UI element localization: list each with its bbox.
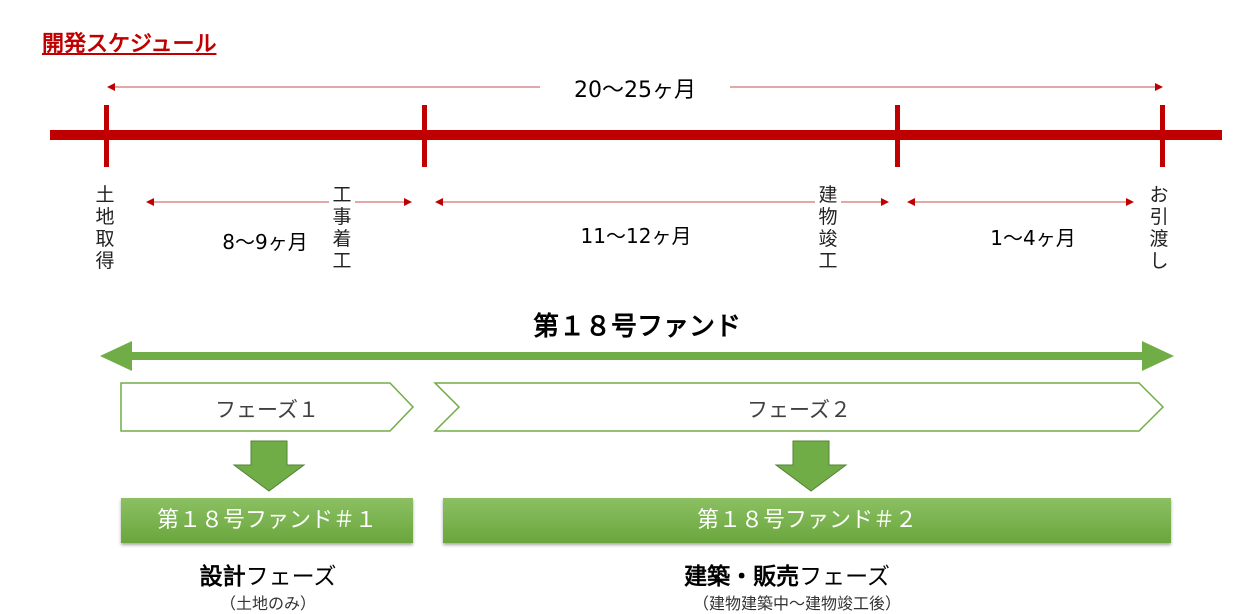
segment-duration: 1〜4ヶ月 xyxy=(990,226,1076,250)
sub-fund-1: 第１８号ファンド＃１ xyxy=(121,498,413,543)
down-arrow-icon xyxy=(774,440,848,492)
timeline-bar xyxy=(50,130,1222,140)
phase2-description: 建築・販売フェーズ xyxy=(587,557,987,591)
phase2-label: フェーズ２ xyxy=(747,398,851,422)
milestone-tick xyxy=(895,105,900,167)
milestone-land-acquisition: 土地取得 xyxy=(92,184,118,272)
phase1-note: （土地のみ） xyxy=(219,594,316,613)
phase1-bold: 設計 xyxy=(199,564,246,590)
phase1-chevron xyxy=(120,382,415,432)
milestone-tick xyxy=(104,105,109,167)
milestone-tick xyxy=(422,105,427,167)
fund-name: 第１８号ファンド xyxy=(532,312,741,342)
milestone-construction-start: 工事着工 xyxy=(329,184,355,272)
page-title: 開発スケジュール xyxy=(42,32,217,57)
phase2-chevron xyxy=(433,382,1165,432)
phase2-bold: 建築・販売 xyxy=(684,564,800,590)
segment-duration: 11〜12ヶ月 xyxy=(580,224,692,248)
phase2-rest: フェーズ xyxy=(799,564,890,590)
sub-fund-2: 第１８号ファンド＃２ xyxy=(443,498,1171,543)
phase1-description: 設計フェーズ xyxy=(118,557,418,591)
fund-period-arrow xyxy=(100,341,1174,371)
phase2-note: （建物建築中〜建物竣工後） xyxy=(692,594,901,613)
milestone-tick xyxy=(1160,105,1165,167)
segment-duration: 8〜9ヶ月 xyxy=(222,230,308,254)
total-duration-label: 20〜25ヶ月 xyxy=(540,72,730,104)
phase1-label: フェーズ１ xyxy=(215,398,319,422)
milestone-delivery: お引渡し xyxy=(1146,184,1172,272)
down-arrow-icon xyxy=(232,440,306,492)
milestone-completion: 建物竣工 xyxy=(815,184,841,272)
phase1-rest: フェーズ xyxy=(245,564,337,590)
